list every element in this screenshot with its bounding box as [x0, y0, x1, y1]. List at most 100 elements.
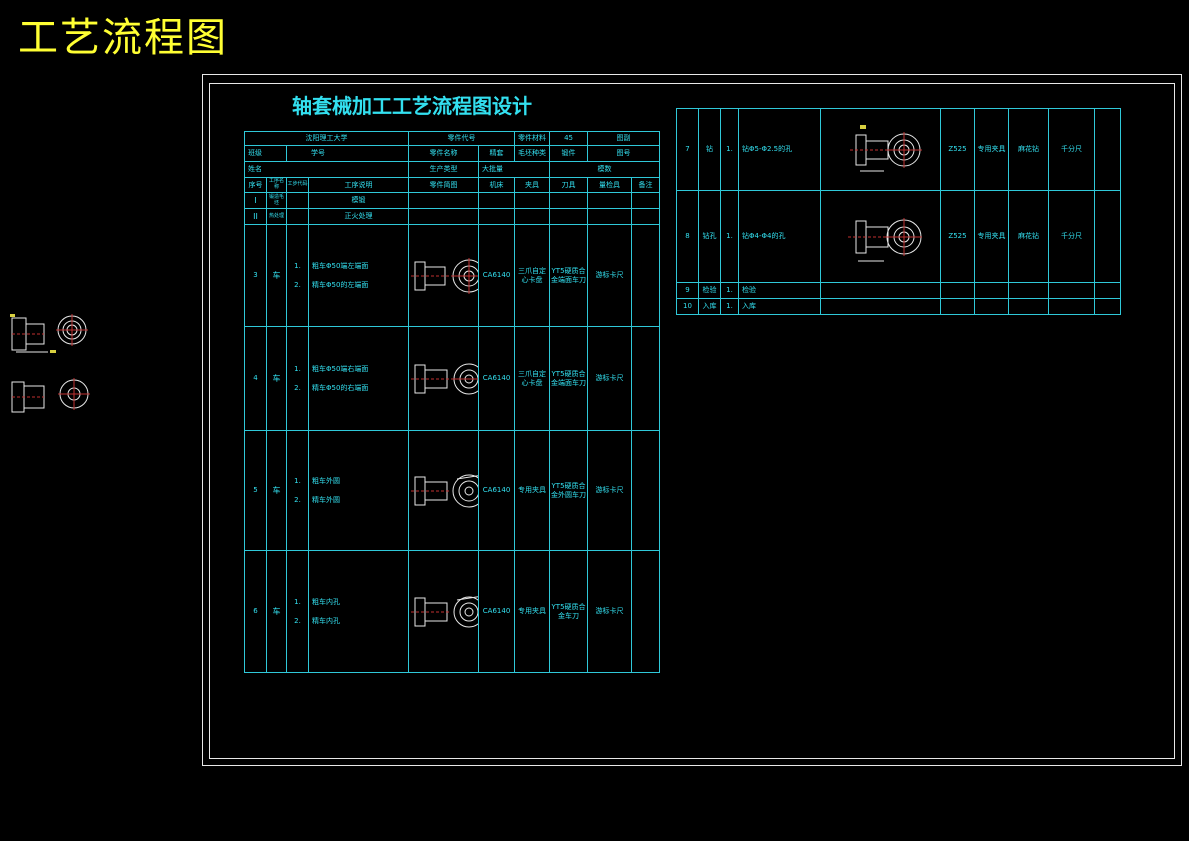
- row-no: 10: [676, 298, 699, 315]
- part-sketch-op7: [820, 108, 941, 191]
- step-2-desc: 精车外圆: [312, 495, 340, 504]
- step-1: 1.: [720, 108, 739, 191]
- left-part-sketch-bottom: [11, 378, 90, 413]
- col-no: 序号: [244, 177, 267, 193]
- header-row-1: 沈阳理工大学 零件代号 零件材料 45 图副: [243, 131, 661, 146]
- process-table-right: 7 钻 1. 钻Φ5-Φ2.5的孔 Z525 专用夹具 麻花钻 千分尺 8 钻孔…: [676, 108, 1121, 315]
- row-fixture: 专用夹具: [514, 550, 551, 673]
- row-no: 6: [244, 550, 267, 673]
- class-label: 班级: [244, 145, 287, 162]
- row-no: I: [244, 192, 267, 209]
- col-gauge: 量检具: [587, 177, 633, 193]
- col-op-desc: 工序说明: [307, 177, 410, 193]
- col-machine: 机床: [478, 177, 516, 193]
- step-2: 2.: [294, 495, 301, 504]
- part-material-value: 45: [549, 131, 589, 146]
- name-label: 姓名: [243, 161, 410, 178]
- row-op-name: 钻孔: [698, 190, 721, 283]
- row-machine: Z525: [940, 108, 975, 191]
- row-no: 5: [244, 430, 267, 551]
- row-gauge: 游标卡尺: [587, 550, 633, 673]
- drawing-frame-outer: [202, 74, 1182, 766]
- row-machine: CA6140: [478, 326, 516, 431]
- step-1: 1.: [294, 598, 301, 607]
- row-tool: YT5硬质合金车刀: [549, 550, 589, 673]
- step-1: 1.: [720, 298, 739, 315]
- col-remark: 备注: [631, 177, 661, 193]
- part-sketch-op4: [408, 326, 480, 431]
- row-no: II: [244, 208, 267, 225]
- row-op-name: 车: [266, 550, 287, 673]
- row-op-name: 锻造毛坯: [266, 192, 287, 209]
- row-gauge: 游标卡尺: [587, 430, 633, 551]
- step-2-desc: 精车Φ50的左端面: [312, 280, 369, 289]
- row-op-name: 车: [266, 430, 287, 551]
- drawing-no-label: 图号: [587, 145, 661, 162]
- blank-type-label: 毛坯种类: [514, 145, 551, 162]
- sheet-title: 轴套械加工工艺流程图设计: [292, 94, 532, 118]
- row-machine: CA6140: [478, 430, 516, 551]
- row-tool: 麻花钻: [1008, 108, 1049, 191]
- row-tool: 麻花钻: [1008, 190, 1049, 283]
- table-row: 5 车 1. 2. 粗车外圆精车外圆 CA6140 专用夹具 YT5硬质合金外圆车…: [244, 430, 661, 551]
- part-code-label: 零件代号: [408, 131, 516, 146]
- row-no: 9: [676, 282, 699, 299]
- module-label: 模数: [549, 161, 661, 178]
- step-1: 1.: [294, 477, 301, 486]
- row-fixture: 专用夹具: [514, 430, 551, 551]
- row-fixture: 三爪自定心卡盘: [514, 224, 551, 327]
- row-desc: 正火处理: [307, 208, 410, 225]
- column-header-row: 序号 工序名称 工步代码 工序说明 零件简图 机床 夹具 刀具 量检具 备注: [244, 177, 661, 193]
- blank-type-value: 锻件: [549, 145, 589, 162]
- step-2-desc: 精车Φ50的右端面: [312, 383, 369, 392]
- row-machine: CA6140: [478, 224, 516, 327]
- school-name: 沈阳理工大学: [243, 131, 410, 146]
- row-op-name: 检验: [698, 282, 721, 299]
- step-1: 1.: [720, 190, 739, 283]
- row-tool: YT5硬质合金外圆车刀: [549, 430, 589, 551]
- header-row-2: 班级 学号 零件名称 精套 毛坯种类 锻件 图号: [244, 145, 661, 162]
- page-title: 工艺流程图: [18, 15, 228, 61]
- step-1-desc: 检验: [738, 282, 821, 299]
- step-1: 1.: [720, 282, 739, 299]
- step-1: 1.: [294, 262, 301, 271]
- part-name-label: 零件名称: [408, 145, 480, 162]
- row-fixture: 三爪自定心卡盘: [514, 326, 551, 431]
- step-1-desc: 入库: [738, 298, 821, 315]
- col-sketch: 零件简图: [408, 177, 480, 193]
- step-1-desc: 粗车Φ50端右端面: [312, 365, 369, 374]
- table-row: 6 车 1.2. 粗车内孔精车内孔 CA6140 专用夹具 YT5硬质合金车刀 …: [244, 550, 661, 673]
- step-1-desc: 粗车Φ50端左端面: [312, 262, 369, 271]
- table-row: 10 入库 1. 入库: [676, 298, 1121, 315]
- row-fixture: 专用夹具: [974, 190, 1009, 283]
- part-name-value: 精套: [478, 145, 516, 162]
- row-op-name: 钻: [698, 108, 721, 191]
- col-tool: 刀具: [549, 177, 589, 193]
- step-1-desc: 粗车外圆: [312, 477, 340, 486]
- row-tool: YT5硬质合金端面车刀: [549, 326, 589, 431]
- left-part-sketch-top: [10, 314, 88, 353]
- row-op-name: 车: [266, 224, 287, 327]
- row-no: 3: [244, 224, 267, 327]
- step-1-desc: 钻Φ5-Φ2.5的孔: [738, 108, 821, 191]
- drawing-frame-inner: [209, 83, 1175, 759]
- row-gauge: 游标卡尺: [587, 224, 633, 327]
- part-sketch-op3: [408, 224, 480, 327]
- row-op-name: 热处理: [266, 208, 287, 225]
- production-type-value: 大批量: [478, 161, 551, 178]
- header-row-3: 姓名 生产类型 大批量 模数: [243, 161, 661, 178]
- step-2: 2.: [294, 616, 301, 625]
- row-gauge: 游标卡尺: [587, 326, 633, 431]
- col-fixture: 夹具: [514, 177, 551, 193]
- process-table-left: 沈阳理工大学 零件代号 零件材料 45 图副 班级 学号 零件名称 精套 毛坯种…: [243, 131, 661, 673]
- step-2-desc: 精车内孔: [312, 616, 340, 625]
- row-gauge: 千分尺: [1048, 190, 1095, 283]
- row-fixture: 专用夹具: [974, 108, 1009, 191]
- table-row: 7 钻 1. 钻Φ5-Φ2.5的孔 Z525 专用夹具 麻花钻 千分尺: [676, 108, 1121, 191]
- row-op-name: 车: [266, 326, 287, 431]
- part-sketch-op6: [408, 550, 480, 673]
- col-step-code: 工步代码: [286, 177, 309, 193]
- step-2: 2.: [294, 280, 301, 289]
- step-1: 1.: [294, 365, 301, 374]
- table-row: 4 车 1.2. 粗车Φ50端右端面精车Φ50的右端面 CA6140 三爪自定心…: [244, 326, 661, 431]
